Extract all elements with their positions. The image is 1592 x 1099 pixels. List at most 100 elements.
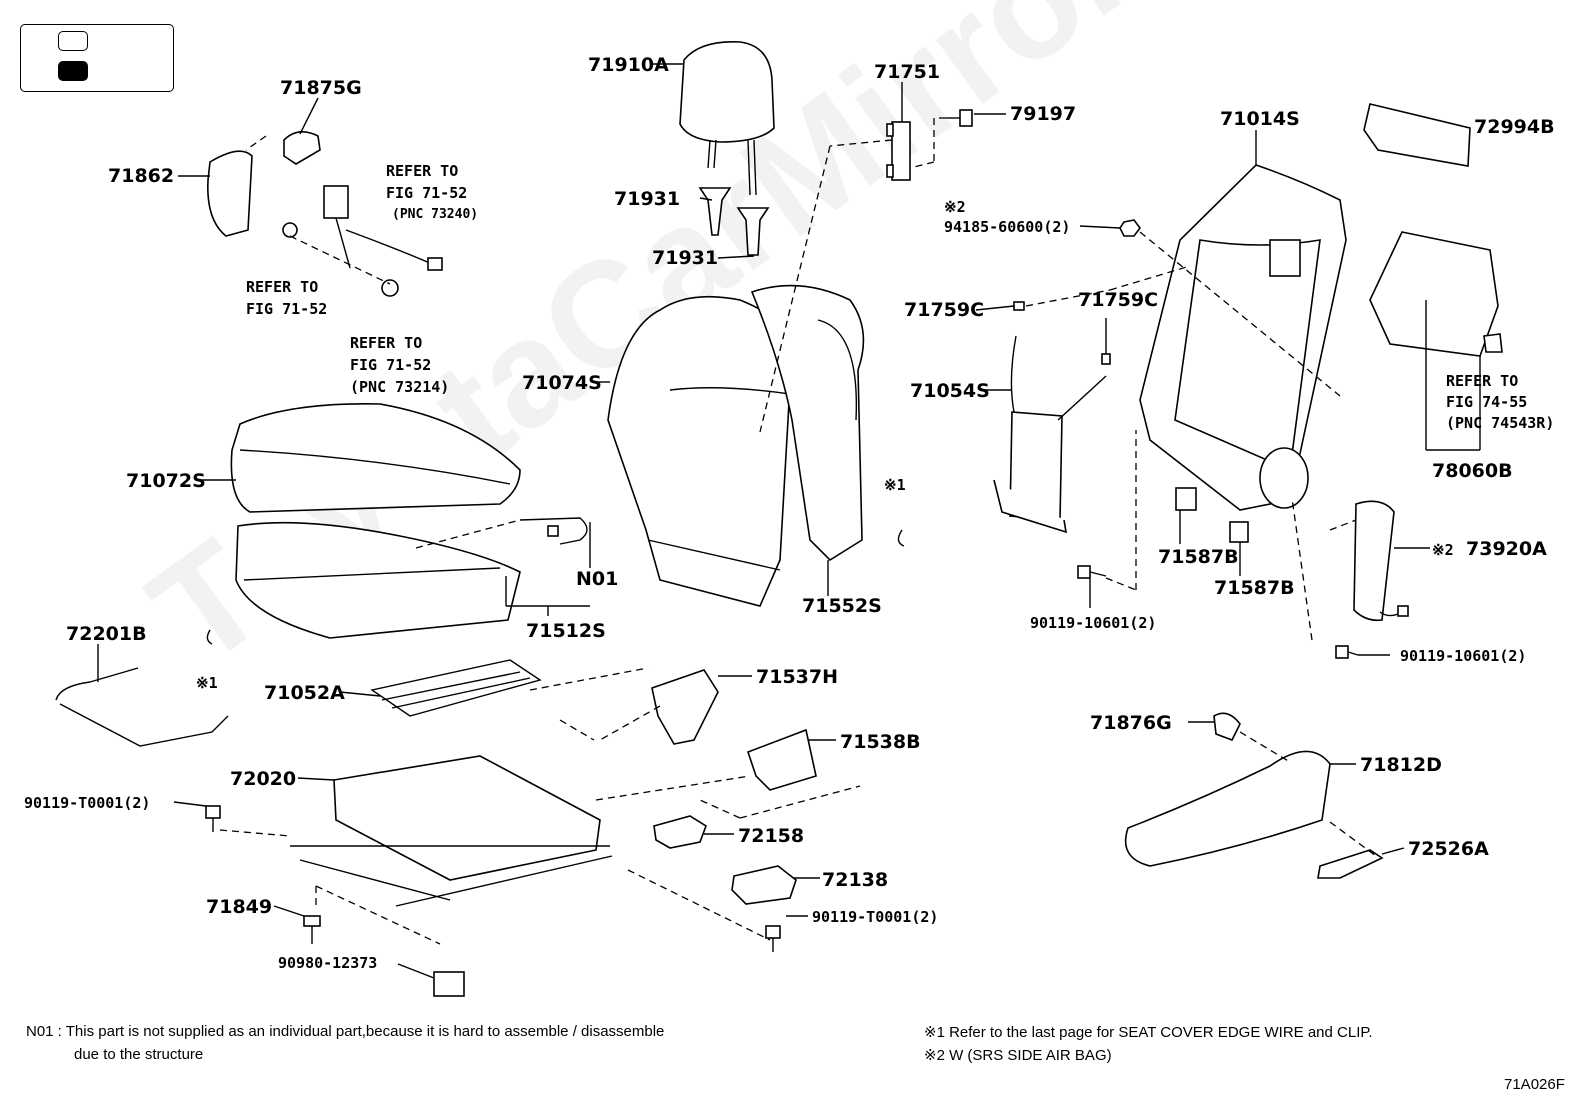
leader-lines xyxy=(97,63,1481,979)
label-71751[interactable]: 71751 xyxy=(874,61,940,83)
ref3-line1[interactable]: REFER TO xyxy=(350,334,422,352)
label-72201B[interactable]: 72201B xyxy=(66,623,147,645)
bracket-72158-shape[interactable] xyxy=(653,815,707,849)
nut-94185-shape[interactable] xyxy=(1119,219,1141,237)
connector-90980-shape[interactable] xyxy=(433,971,465,997)
shield-71812D-shape[interactable] xyxy=(1124,750,1331,867)
clip-mark1-shape[interactable] xyxy=(206,529,905,645)
belt-buckle-shape[interactable] xyxy=(282,185,443,297)
label-73920A[interactable]: 73920A xyxy=(1466,538,1547,560)
side-airbag-shape[interactable] xyxy=(1353,500,1409,622)
spring-71054S-shape[interactable] xyxy=(993,335,1107,534)
label-71052A[interactable]: 71052A xyxy=(264,682,345,704)
label-72158[interactable]: 72158 xyxy=(738,825,804,847)
label-71812D[interactable]: 71812D xyxy=(1360,754,1442,776)
seat-adjuster-shape[interactable] xyxy=(290,755,613,907)
mark1-left: ※1 xyxy=(196,674,218,692)
clip-71759C-shape[interactable] xyxy=(1013,301,1111,365)
bolt-90119-T0001-shape[interactable] xyxy=(205,805,781,952)
label-71054S[interactable]: 71054S xyxy=(910,380,990,402)
back-panel-78060B-shape[interactable] xyxy=(1369,231,1503,357)
label-71849[interactable]: 71849 xyxy=(206,896,272,918)
ref1-line2[interactable]: FIG 71-52 xyxy=(386,184,467,202)
cap-71875G-shape[interactable] xyxy=(283,131,321,165)
label-94185[interactable]: 94185-60600(2) xyxy=(944,218,1070,236)
ref4-line1[interactable]: REFER TO xyxy=(1446,372,1518,390)
label-72020[interactable]: 72020 xyxy=(230,768,296,790)
label-90119-10601-right[interactable]: 90119-10601(2) xyxy=(1400,647,1526,665)
label-71552S[interactable]: 71552S xyxy=(802,595,882,617)
label-90980-12373[interactable]: 90980-12373 xyxy=(278,954,377,972)
panel-72994B-shape[interactable] xyxy=(1363,103,1471,167)
label-71538B[interactable]: 71538B xyxy=(840,731,921,753)
label-71587B-right[interactable]: 71587B xyxy=(1214,577,1295,599)
label-71759C-right[interactable]: 71759C xyxy=(1078,289,1158,311)
label-71931-lower[interactable]: 71931 xyxy=(652,247,718,269)
bracket-72138-shape[interactable] xyxy=(731,865,797,905)
cover-71538B-shape[interactable] xyxy=(746,728,817,791)
edge-wire-shape[interactable] xyxy=(55,667,229,747)
side-shield-71862-shape[interactable] xyxy=(207,150,253,237)
ref2-line1[interactable]: REFER TO xyxy=(246,278,318,296)
knob-72526A-shape[interactable] xyxy=(1317,849,1384,879)
note-n01-line2: due to the structure xyxy=(74,1046,204,1063)
headrest-shape[interactable] xyxy=(679,41,775,196)
legend-swatch-empty xyxy=(58,31,88,51)
note-mark2: ※2 W (SRS SIDE AIR BAG) xyxy=(924,1047,1112,1064)
label-72994B[interactable]: 72994B xyxy=(1474,116,1555,138)
ref1-line1[interactable]: REFER TO xyxy=(386,162,458,180)
mark2-73920A: ※2 xyxy=(1432,541,1454,559)
cushion-pad-shape[interactable] xyxy=(235,521,521,639)
cover-71537H-shape[interactable] xyxy=(651,669,719,745)
seatback-cover-shape[interactable] xyxy=(607,295,793,607)
clip-71587B-shape[interactable] xyxy=(1175,487,1249,543)
legend-swatch-filled xyxy=(58,61,88,81)
label-71587B-left[interactable]: 71587B xyxy=(1158,546,1239,568)
mark2-94185: ※2 xyxy=(944,198,966,216)
part-labels: 71910A 71751 79197 71014S 72994B 71875G … xyxy=(24,54,1555,972)
harness-N01-shape[interactable] xyxy=(519,517,588,545)
label-72138[interactable]: 72138 xyxy=(822,869,888,891)
ref4-line3[interactable]: (PNC 74543R) xyxy=(1446,414,1554,432)
bracket-71751-shape[interactable] xyxy=(886,121,911,181)
note-n01-line1: N01 : This part is not supplied as an in… xyxy=(26,1023,665,1040)
bolt-71849-shape[interactable] xyxy=(303,915,321,944)
ref3-line2[interactable]: FIG 71-52 xyxy=(350,356,431,374)
label-71759C-left[interactable]: 71759C xyxy=(904,299,984,321)
label-79197[interactable]: 79197 xyxy=(1010,103,1076,125)
label-90119-T0001-left[interactable]: 90119-T0001(2) xyxy=(24,794,150,812)
headrest-guide-shape[interactable] xyxy=(698,187,770,256)
label-71910A[interactable]: 71910A xyxy=(588,54,669,76)
spring-mat-shape[interactable] xyxy=(370,659,542,717)
label-71875G[interactable]: 71875G xyxy=(280,77,362,99)
label-90119-10601-left[interactable]: 90119-10601(2) xyxy=(1030,614,1156,632)
label-72526A[interactable]: 72526A xyxy=(1408,838,1489,860)
label-71537H[interactable]: 71537H xyxy=(756,666,838,688)
bolt-79197-shape[interactable] xyxy=(946,109,973,127)
label-N01[interactable]: N01 xyxy=(576,568,618,590)
label-71072S[interactable]: 71072S xyxy=(126,470,206,492)
legend-box xyxy=(20,24,174,92)
ref4-line2[interactable]: FIG 74-55 xyxy=(1446,393,1527,411)
ref3-line3[interactable]: (PNC 73214) xyxy=(350,378,449,396)
label-78060B[interactable]: 78060B xyxy=(1432,460,1513,482)
marks: ※2 ※1 ※1 ※2 xyxy=(196,198,1454,692)
label-71876G[interactable]: 71876G xyxy=(1090,712,1172,734)
seatback-frame-shape[interactable] xyxy=(1139,164,1347,511)
label-71074S[interactable]: 71074S xyxy=(522,372,602,394)
label-71862[interactable]: 71862 xyxy=(108,165,174,187)
ref2-line2[interactable]: FIG 71-52 xyxy=(246,300,327,318)
assembly-lines xyxy=(219,117,1377,945)
label-71931-upper[interactable]: 71931 xyxy=(614,188,680,210)
label-71014S[interactable]: 71014S xyxy=(1220,108,1300,130)
figure-code: 71A026F xyxy=(1504,1076,1565,1093)
reference-labels: REFER TO FIG 71-52 (PNC 73240) REFER TO … xyxy=(246,162,1554,432)
bolt-90119-10601-shape[interactable] xyxy=(1077,565,1359,659)
cap-71876G-shape[interactable] xyxy=(1213,712,1241,742)
ref1-line3[interactable]: (PNC 73240) xyxy=(392,207,478,222)
seatback-pad-shape[interactable] xyxy=(750,284,865,562)
label-90119-T0001-right[interactable]: 90119-T0001(2) xyxy=(812,908,938,926)
label-71512S[interactable]: 71512S xyxy=(526,620,606,642)
cushion-cover-shape[interactable] xyxy=(230,403,521,513)
